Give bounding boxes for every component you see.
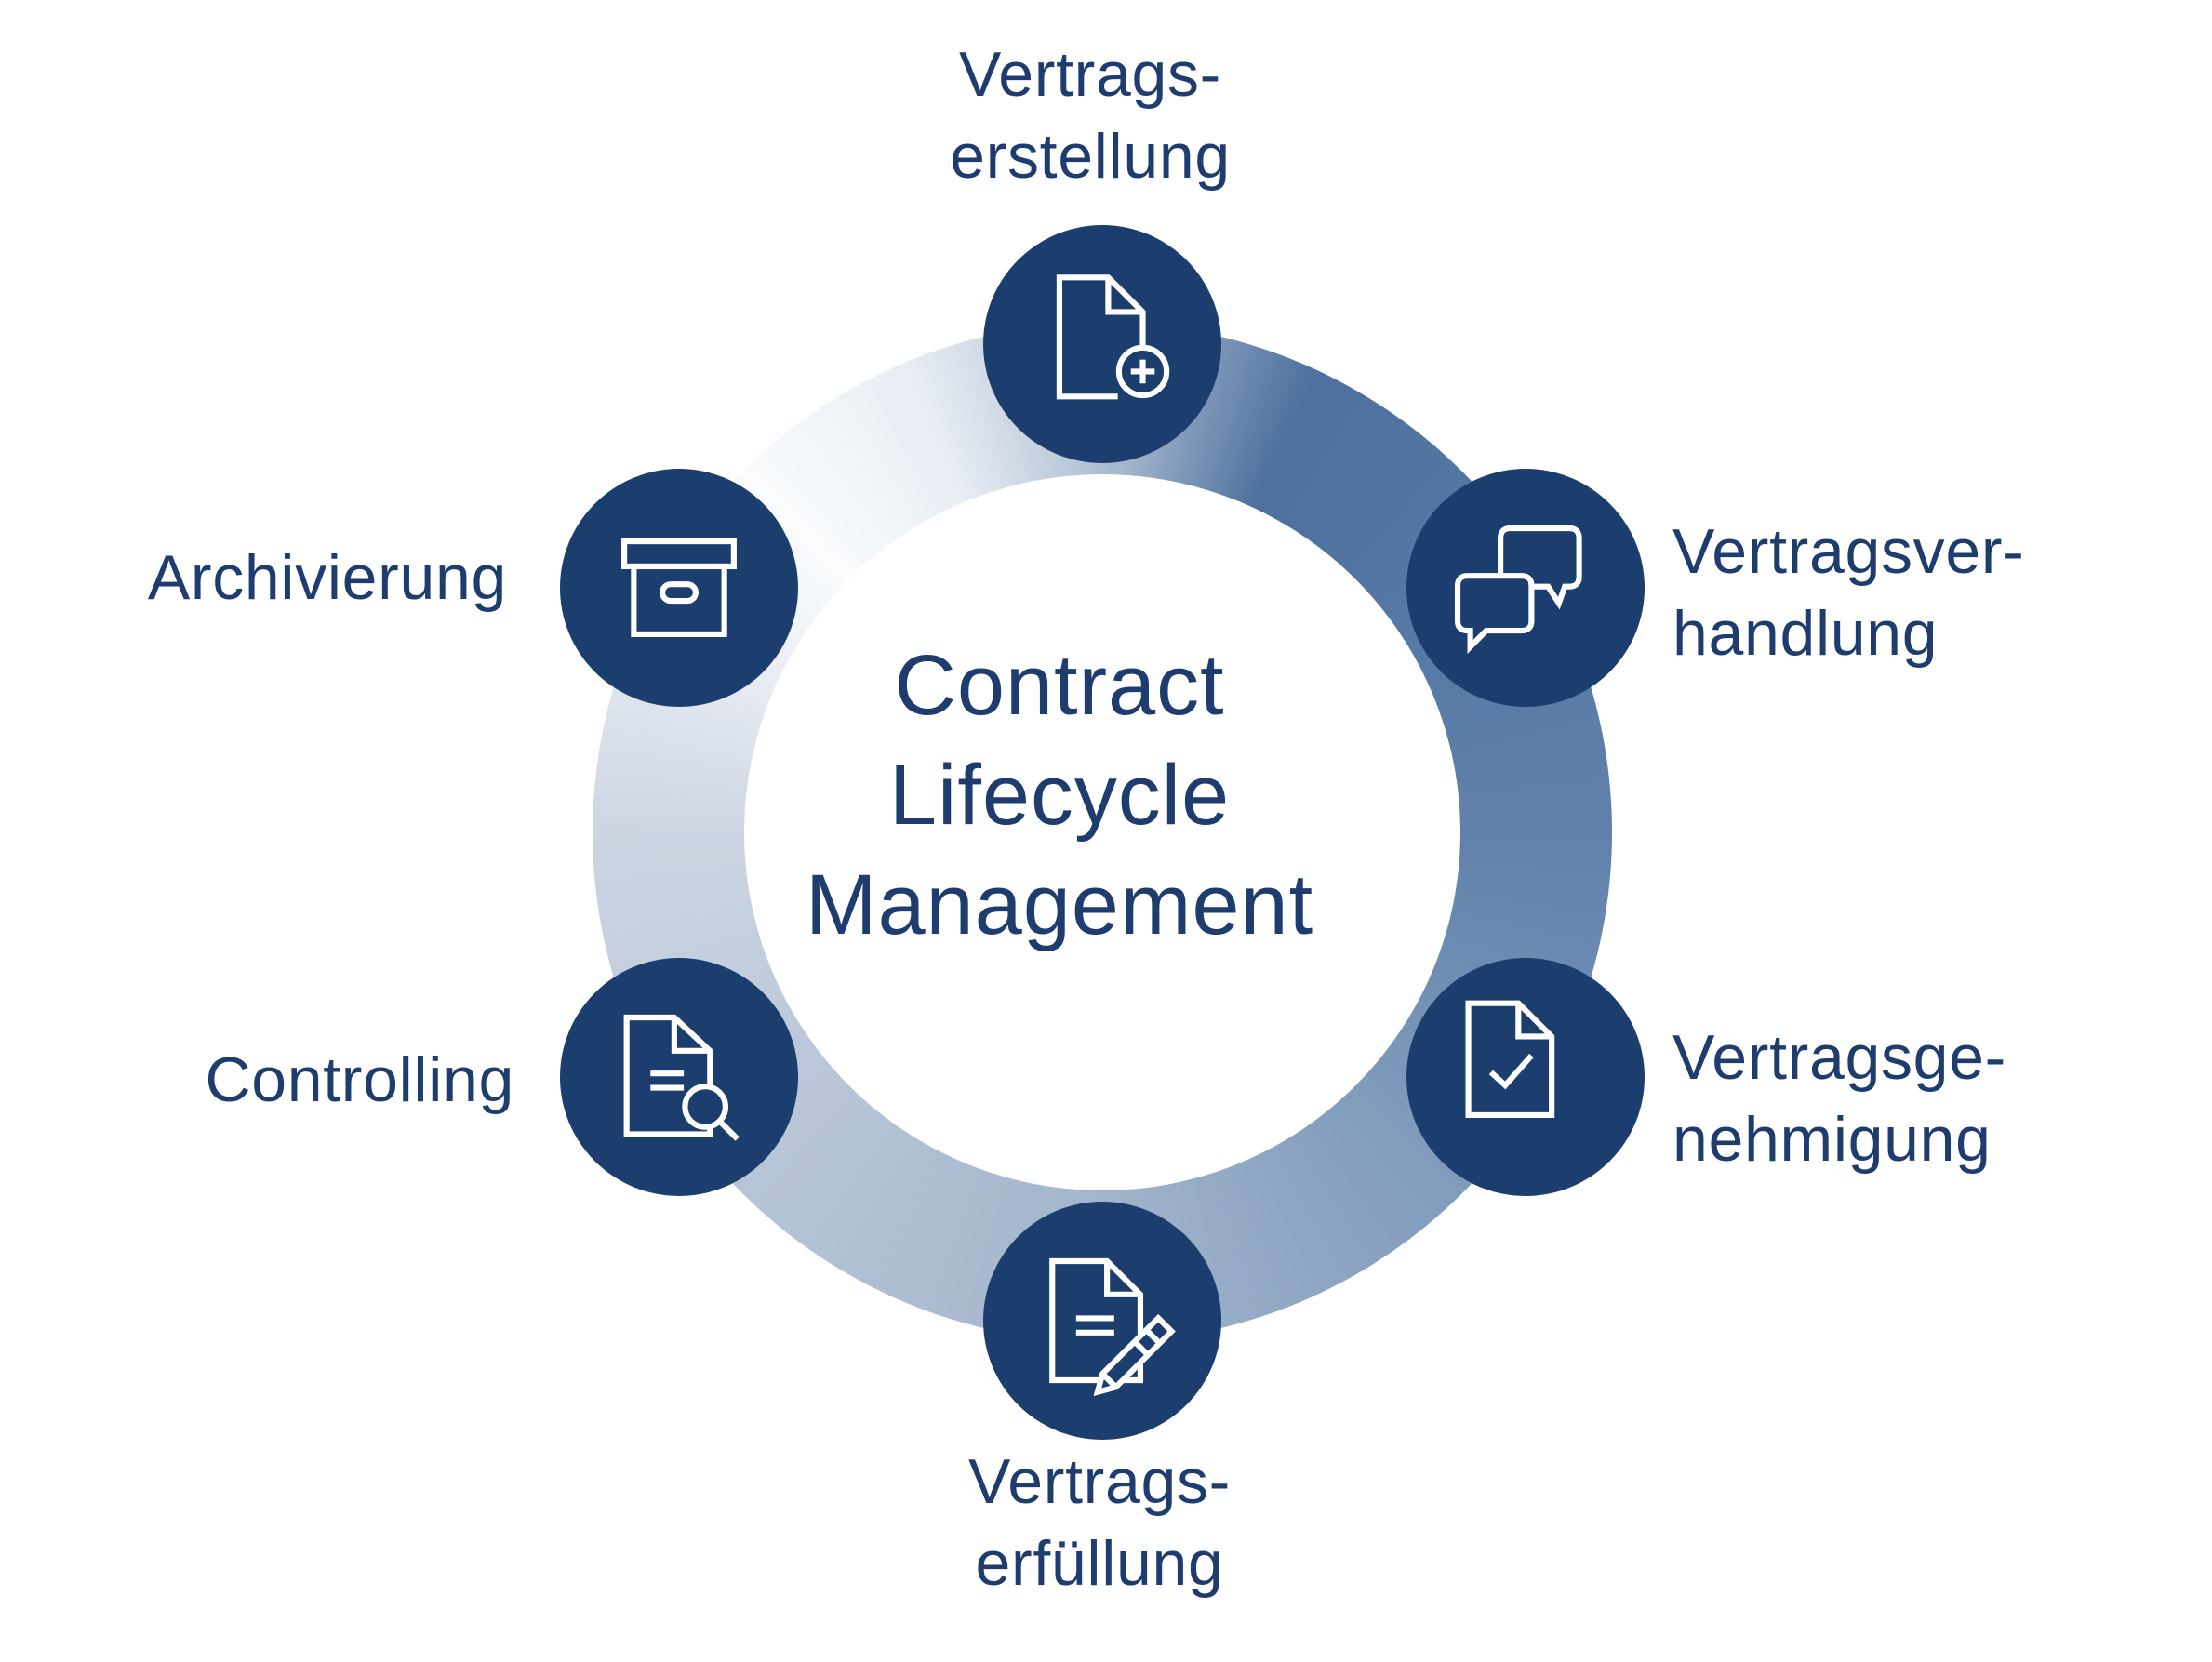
stage-circle-vertragsverhandlung bbox=[1406, 469, 1645, 707]
stage-label-vertragsverhandlung: Vertragsver- handlung bbox=[1672, 516, 2025, 669]
stage-circle-vertragsgenehmigung bbox=[1406, 958, 1645, 1196]
stage-circle-vertragserfuellung bbox=[983, 1202, 1221, 1440]
document-plus-icon bbox=[1056, 274, 1170, 400]
document-check-icon bbox=[1465, 1000, 1555, 1119]
title-line-3: Management bbox=[805, 858, 1314, 952]
stage-label-archivierung: Archivierung bbox=[147, 542, 507, 613]
document-search-icon bbox=[623, 1014, 740, 1141]
stage-label-vertragserfuellung: Vertrags- erfüllung bbox=[967, 1446, 1231, 1599]
stage-circle-vertragserstellung bbox=[983, 225, 1221, 463]
chat-bubbles-icon bbox=[1454, 525, 1582, 654]
title-line-2: Lifecycle bbox=[888, 748, 1231, 843]
archive-box-icon bbox=[621, 538, 737, 637]
cycle-title: Contract Lifecycle Management bbox=[683, 631, 1436, 960]
stage-circle-controlling bbox=[560, 958, 798, 1196]
document-pencil-icon bbox=[1049, 1257, 1176, 1397]
title-line-1: Contract bbox=[894, 638, 1225, 733]
cycle-inner-disc bbox=[744, 474, 1460, 1190]
stage-label-vertragsgenehmigung: Vertragsge- nehmigung bbox=[1672, 1022, 2007, 1175]
stage-label-vertragserstellung: Vertrags- erstellung bbox=[950, 39, 1231, 192]
stage-circle-archivierung bbox=[560, 469, 798, 707]
stage-label-controlling: Controlling bbox=[205, 1044, 514, 1115]
